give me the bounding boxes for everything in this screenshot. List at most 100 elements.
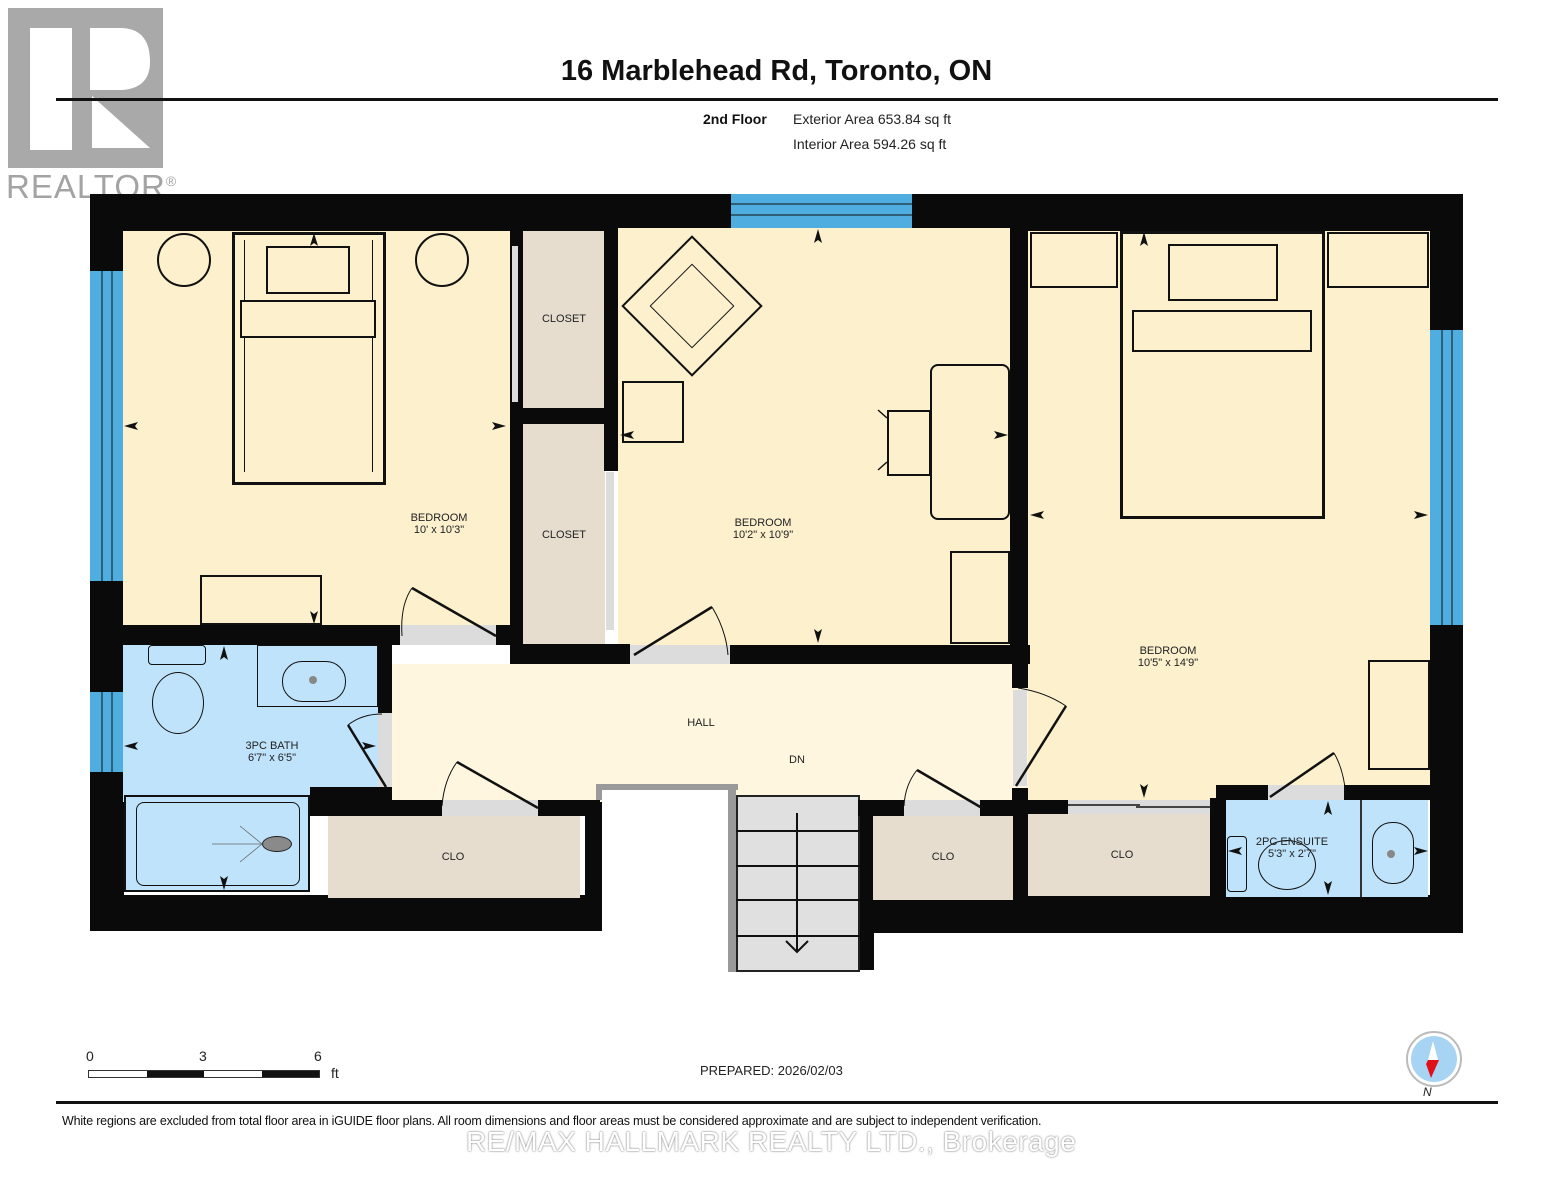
- blanket-fold: [240, 300, 376, 338]
- toilet-tank: [148, 645, 206, 665]
- nightstand-left: [157, 233, 211, 287]
- sliding-door-closet-2[interactable]: [606, 472, 614, 630]
- scale-tick-3: 3: [199, 1048, 207, 1064]
- closet-2: [523, 424, 605, 646]
- dresser-bedroom-3: [1368, 660, 1430, 770]
- doorway-ensuite[interactable]: [1268, 785, 1344, 800]
- closet-label-1: CLOSET: [541, 313, 586, 325]
- interior-area: Interior Area 594.26 sq ft: [793, 136, 947, 152]
- window-bedroom-3: [1430, 330, 1463, 625]
- wall-clo-right: [585, 800, 602, 931]
- railing-right: [728, 784, 736, 972]
- wall-clo-1-top-a: [310, 800, 442, 816]
- pillow: [266, 246, 350, 294]
- closet-label-clo-2: CLO: [931, 851, 955, 863]
- scale-tick-6: 6: [314, 1048, 322, 1064]
- doorway-bath[interactable]: [378, 713, 392, 787]
- wall-bedroom-2-right: [1010, 194, 1030, 688]
- scale-tick-0: 0: [86, 1048, 94, 1064]
- railing-top: [596, 784, 738, 790]
- wall-ensuite-top-a: [1216, 785, 1268, 800]
- wall-stair-right: [858, 800, 874, 970]
- compass-north-label: N: [1423, 1085, 1432, 1099]
- pillow-double: [1168, 244, 1278, 301]
- doorway-clo-2[interactable]: [904, 800, 980, 816]
- wall-hall-top-1: [510, 644, 630, 664]
- scale-bar: [88, 1070, 320, 1078]
- doorway-bedroom-1[interactable]: [400, 625, 496, 645]
- header-divider: [56, 98, 1498, 101]
- ensuite-toilet-bowl: [1258, 840, 1316, 890]
- bed-double: [1120, 231, 1325, 519]
- wall-hall-top-2: [730, 645, 1030, 664]
- doorway-bedroom-2[interactable]: [630, 645, 730, 664]
- nightstand-right-3: [1327, 232, 1429, 288]
- footer-divider: [56, 1101, 1498, 1104]
- realtor-logo-stem: [30, 28, 72, 150]
- open-to-below: [602, 790, 728, 970]
- window-bedroom-1: [90, 271, 123, 581]
- drain-icon: [309, 676, 317, 684]
- wall-stub: [496, 625, 512, 645]
- stairs-label-dn: DN: [789, 754, 805, 766]
- railing-left: [596, 784, 602, 800]
- disclaimer-text: White regions are excluded from total fl…: [62, 1114, 1042, 1128]
- wall-ensuite-top-b: [1344, 785, 1430, 800]
- bed-twin-rail-right: [372, 240, 373, 472]
- doorway-clo-1[interactable]: [442, 800, 538, 816]
- nightstand-left-3: [1030, 232, 1118, 288]
- sliding-door-clo-3[interactable]: [1068, 800, 1210, 814]
- floor-label: 2nd Floor: [703, 111, 767, 127]
- ensuite-divider: [1360, 800, 1362, 897]
- wall-bedroom1-bath: [90, 625, 400, 645]
- wall-bottom-left: [90, 895, 602, 931]
- window-bedroom-2: [731, 194, 912, 228]
- doorway-bedroom-3[interactable]: [1013, 690, 1027, 786]
- wall-closets-mid: [512, 408, 618, 424]
- nightstand-right: [415, 233, 469, 287]
- closet-clo-1: [328, 816, 580, 898]
- cabinet: [950, 551, 1010, 644]
- bed-twin-rail-left: [244, 240, 245, 472]
- vanity: [257, 645, 378, 707]
- ensuite-drain-icon: [1387, 850, 1395, 858]
- exterior-area: Exterior Area 653.84 sq ft: [793, 111, 951, 127]
- brokerage-watermark: RE/MAX HALLMARK REALTY LTD., Brokerage: [466, 1126, 1077, 1157]
- page-title: 16 Marblehead Rd, Toronto, ON: [560, 55, 993, 87]
- closet-label-clo-3: CLO: [1110, 849, 1134, 861]
- prepared-date: PREPARED: 2026/02/03: [700, 1063, 843, 1078]
- wall-clo-3-top-a: [1012, 800, 1068, 814]
- closet-clo-3: [1028, 814, 1216, 896]
- bathtub-basin: [136, 802, 300, 886]
- room-hall: [392, 664, 1012, 802]
- ensuite-sink: [1372, 822, 1414, 884]
- desk: [930, 364, 1010, 520]
- closet-label-clo-1: CLO: [441, 851, 465, 863]
- closet-1: [523, 231, 605, 409]
- staircase-down[interactable]: [736, 795, 860, 972]
- desk-chair: [887, 410, 931, 476]
- ensuite-toilet-tank: [1227, 836, 1247, 892]
- wall-bottom-right: [858, 895, 1463, 933]
- wall-bath-right-top: [378, 645, 392, 713]
- wall-clo-2-top-a: [858, 800, 904, 816]
- blanket-fold-double: [1132, 310, 1312, 352]
- wall-bath-bottom: [310, 787, 392, 802]
- compass-dial: [1411, 1036, 1457, 1082]
- wall-closets-right: [604, 231, 618, 471]
- wall-clo-1-top-b: [538, 800, 600, 816]
- side-table: [622, 381, 684, 443]
- closet-label-2: CLOSET: [541, 529, 586, 541]
- sliding-door-closet-1[interactable]: [512, 246, 518, 402]
- sink: [282, 661, 346, 702]
- wall-ensuite-left: [1210, 798, 1226, 898]
- closet-clo-2: [873, 816, 1013, 900]
- scale-unit: ft: [331, 1065, 339, 1081]
- bed-twin: [232, 232, 386, 485]
- room-label-hall: HALL: [687, 717, 715, 729]
